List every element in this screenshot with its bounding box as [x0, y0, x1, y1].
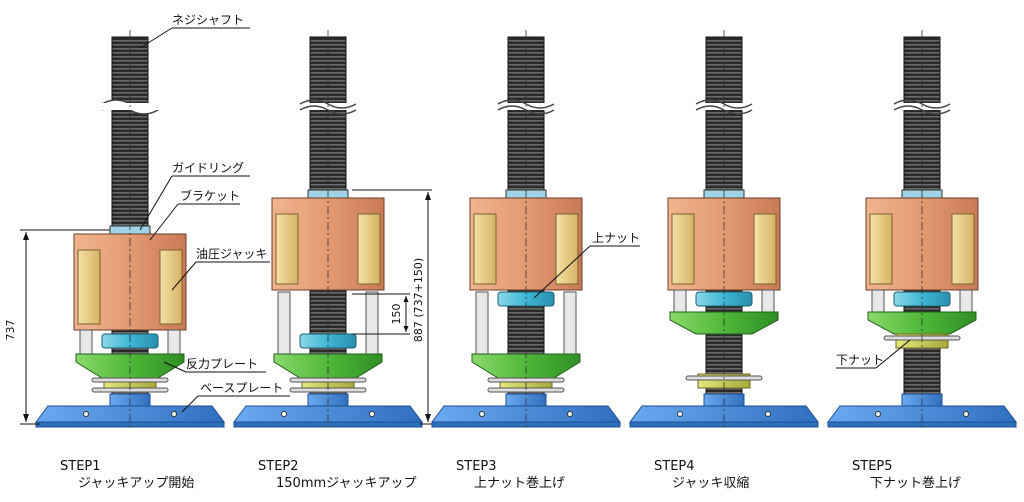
- step3-desc: 上ナット巻上げ: [474, 476, 566, 491]
- step2-title: STEP2: [258, 459, 299, 474]
- step1-callouts: ネジシャフト ガイドリング ブラケット 油圧ジャッキ 反力プレート ベースプレー…: [4, 13, 290, 425]
- step5-caption: STEP5 下ナット巻上げ: [852, 458, 961, 492]
- dim-737: 737: [4, 320, 17, 341]
- dim-150: 150: [390, 304, 403, 325]
- step4-assembly: [629, 30, 819, 430]
- step2-caption: STEP2 150mmジャッキアップ: [258, 458, 417, 492]
- hydraulic-jack-right: [159, 249, 183, 325]
- label-reaction-plate: 反力プレート: [186, 357, 258, 371]
- hydraulic-jack-left: [77, 249, 101, 325]
- step1-title: STEP1: [60, 459, 101, 474]
- step1-desc: ジャッキアップ開始: [78, 476, 195, 491]
- step5-assembly: 下ナット: [827, 30, 1017, 430]
- step4-title: STEP4: [654, 459, 695, 474]
- label-bracket: ブラケット: [180, 188, 240, 203]
- step1-assembly: [35, 30, 225, 430]
- label-screw-shaft: ネジシャフト: [172, 13, 244, 27]
- label-hydraulic-jack: 油圧ジャッキ: [196, 247, 267, 261]
- label-upper-nut: 上ナット: [592, 231, 640, 245]
- step3-caption: STEP3 上ナット巻上げ: [456, 458, 565, 492]
- step3-assembly: 上ナット: [431, 30, 640, 430]
- step4-desc: ジャッキ収縮: [672, 476, 750, 491]
- step2-assembly: 887 (737+150) 150: [233, 30, 432, 430]
- step4-caption: STEP4 ジャッキ収縮: [654, 458, 749, 492]
- step5-desc: 下ナット巻上げ: [870, 476, 962, 491]
- step2-desc: 150mmジャッキアップ: [276, 476, 417, 491]
- dim-887: 887 (737+150): [412, 258, 425, 342]
- label-guide-ring: ガイドリング: [172, 161, 244, 175]
- label-lower-nut: 下ナット: [836, 353, 884, 367]
- label-base-plate: ベースプレート: [200, 381, 283, 395]
- step5-title: STEP5: [852, 459, 893, 474]
- step1-caption: STEP1 ジャッキアップ開始: [60, 458, 194, 492]
- step3-title: STEP3: [456, 459, 497, 474]
